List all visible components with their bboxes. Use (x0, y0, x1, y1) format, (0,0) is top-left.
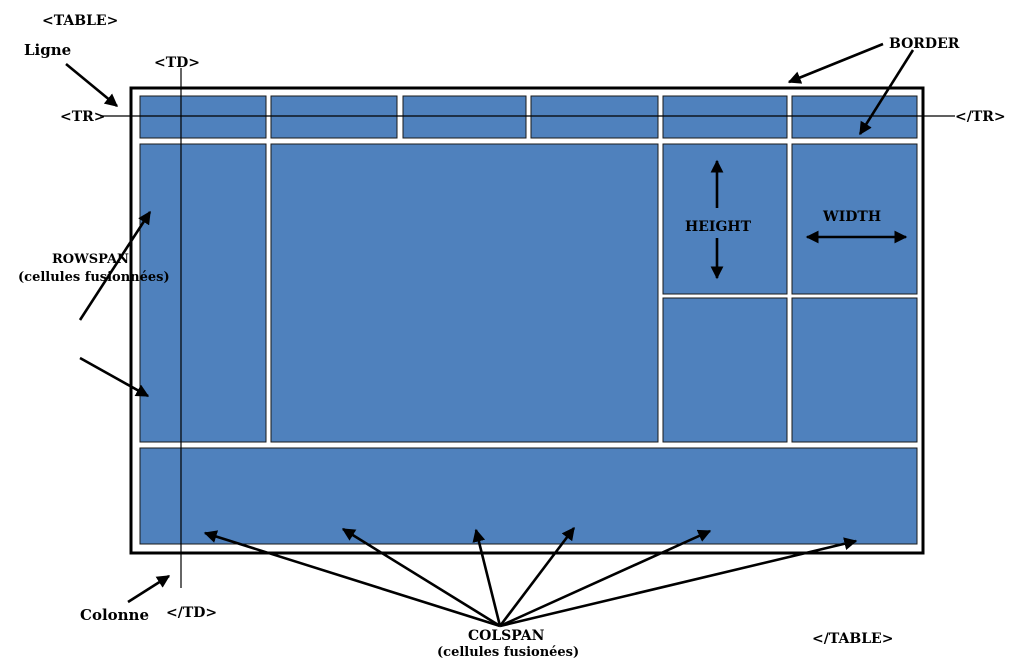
label-table-open: <TABLE> (42, 13, 118, 29)
cell-r3-c5 (662, 297, 788, 443)
colspan-arrow-3 (472, 528, 502, 627)
colspan-arrow-2 (341, 527, 501, 628)
label-tr-open: <TR> (60, 109, 106, 125)
label-ligne: Ligne (24, 41, 71, 59)
cell-r1-c1 (139, 95, 267, 139)
label-colonne: Colonne (80, 606, 149, 624)
table-middle-rows (139, 143, 918, 443)
label-rowspan-note: (cellules fusionnées) (18, 270, 170, 285)
label-td-open: <TD> (154, 55, 200, 71)
label-border: BORDER (889, 36, 960, 52)
colspan-arrows (203, 526, 858, 628)
border-arrow-inner (858, 49, 915, 136)
cell-large-merged (270, 143, 659, 443)
label-width: WIDTH (822, 209, 881, 225)
colspan-arrow-6 (499, 537, 858, 628)
ligne-arrow (65, 62, 119, 108)
cell-r1-c2 (270, 95, 398, 139)
cell-r1-c5 (662, 95, 788, 139)
label-td-close: </TD> (166, 605, 217, 621)
colonne-arrow (127, 574, 171, 604)
cell-r3-c6 (791, 297, 918, 443)
rowspan-arrow-up (78, 210, 152, 321)
cell-rowspan (139, 143, 267, 443)
label-rowspan: ROWSPAN (52, 252, 129, 267)
colspan-arrow-4 (498, 526, 576, 627)
cell-colspan (139, 447, 918, 545)
label-colspan-note: (cellules fusionées) (437, 645, 579, 660)
colspan-arrow-1 (203, 530, 501, 628)
cell-r1-c3 (402, 95, 527, 139)
cell-height-demo (662, 143, 788, 295)
cell-r1-c6 (791, 95, 918, 139)
cell-r1-c4 (530, 95, 659, 139)
table-row-1 (139, 95, 918, 139)
cell-width-demo (791, 143, 918, 295)
label-table-close: </TABLE> (812, 631, 893, 647)
label-colspan: COLSPAN (468, 628, 545, 644)
label-height: HEIGHT (685, 219, 752, 235)
border-arrow-outer (787, 42, 884, 84)
colspan-arrow-5 (499, 529, 712, 628)
label-tr-close: </TR> (955, 109, 1006, 125)
rowspan-arrow-down (79, 356, 150, 398)
